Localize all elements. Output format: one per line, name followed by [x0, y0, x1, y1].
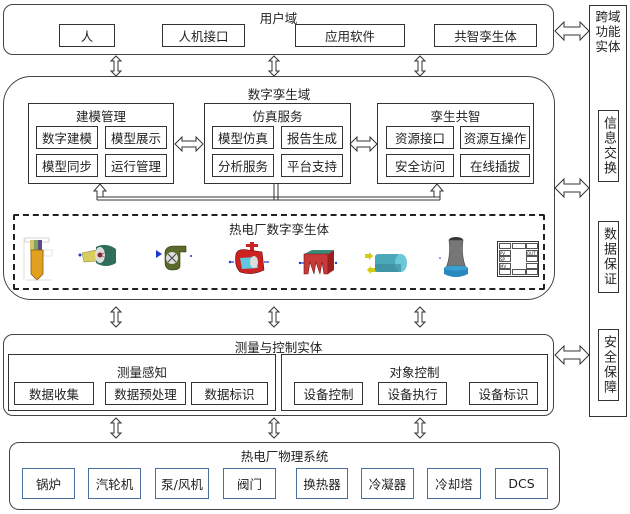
user-item-app-software: 应用软件: [295, 24, 405, 47]
group-title: 孪生共智: [430, 109, 481, 124]
item-operation-management: 运行管理: [105, 154, 167, 177]
connector-bus: [92, 184, 445, 201]
double-arrow-vertical-icon: [267, 417, 281, 439]
item-pump-fan: 泵/风机: [155, 468, 209, 499]
item-data-identification: 数据标识: [191, 382, 268, 405]
user-item-hmi: 人机接口: [162, 24, 245, 47]
group-measurement-sensing: 测量感知 数据收集 数据预处理 数据标识: [8, 354, 276, 411]
valve-icon: [228, 242, 269, 274]
physical-system-title: 热电厂物理系统: [240, 449, 329, 464]
item-platform-support: 平台支持: [281, 154, 343, 177]
dcs-panel-icon: PV OUT SP MV: [497, 241, 539, 277]
item-heat-exchanger: 换热器: [296, 468, 348, 499]
double-arrow-vertical-icon: [109, 55, 123, 77]
cross-domain-title: 跨域功能实体: [595, 9, 621, 54]
item-device-identification: 设备标识: [469, 382, 538, 405]
item-steam-turbine: 汽轮机: [88, 468, 141, 499]
boiler-icon: [23, 237, 53, 281]
item-model-simulation: 模型仿真: [212, 126, 274, 149]
double-arrow-vertical-icon: [413, 417, 427, 439]
double-arrow-vertical-icon: [109, 306, 123, 328]
digital-twin-domain-title: 数字孪生域: [247, 87, 311, 102]
group-title: 测量感知: [116, 365, 167, 380]
double-arrow-vertical-icon: [267, 55, 281, 77]
item-resource-interface: 资源接口: [386, 126, 454, 149]
item-device-control: 设备控制: [294, 382, 363, 405]
item-device-execution: 设备执行: [378, 382, 447, 405]
user-item-twin-agent: 共智孪生体: [434, 24, 537, 47]
item-resource-interoperation: 资源互操作: [460, 126, 530, 149]
item-dcs: DCS: [495, 468, 548, 499]
double-arrow-horizontal-icon: [554, 344, 590, 366]
item-valve: 阀门: [223, 468, 276, 499]
group-title: 对象控制: [389, 365, 440, 380]
user-domain-title: 用户域: [259, 11, 298, 26]
thermal-plant-physical-system: 热电厂物理系统 锅炉 汽轮机 泵/风机 阀门 换热器 冷凝器 冷却塔 DCS: [9, 442, 560, 510]
item-report-generation: 报告生成: [281, 126, 343, 149]
heat-exchanger-icon: [298, 250, 338, 275]
item-model-sync: 模型同步: [36, 154, 98, 177]
double-arrow-vertical-icon: [413, 55, 427, 77]
pump-fan-icon: [156, 245, 192, 271]
dcs-label-pv: PV: [499, 249, 511, 256]
thermal-plant-digital-twin: 热电厂数字孪生体: [13, 214, 545, 290]
group-modeling-management: 建模管理 数字建模 模型展示 模型同步 运行管理: [28, 103, 174, 184]
group-twin-co-intelligence: 孪生共智 资源接口 资源互操作 安全访问 在线插拔: [377, 103, 534, 184]
item-secure-access: 安全访问: [386, 154, 454, 177]
cross-item-security: 安全保障: [598, 329, 619, 401]
cross-item-info-exchange: 信息交换: [598, 110, 619, 182]
item-analysis-service: 分析服务: [212, 154, 274, 177]
twin-body-title: 热电厂数字孪生体: [228, 222, 329, 237]
group-simulation-service: 仿真服务 模型仿真 报告生成 分析服务 平台支持: [204, 103, 351, 184]
item-data-collection: 数据收集: [14, 382, 94, 405]
cross-item-data-assurance: 数据保证: [598, 221, 619, 293]
user-domain: 用户域 人 人机接口 应用软件 共智孪生体: [3, 4, 554, 55]
item-condenser: 冷凝器: [361, 468, 414, 499]
item-digital-modeling: 数字建模: [36, 126, 98, 149]
group-title: 建模管理: [75, 109, 126, 124]
dcs-label-mv: MV: [499, 262, 511, 269]
measure-control-title: 测量与控制实体: [234, 340, 323, 355]
double-arrow-vertical-icon: [413, 306, 427, 328]
double-arrow-horizontal-icon: [554, 20, 590, 42]
double-arrow-horizontal-icon: [174, 135, 204, 153]
dcs-label-out: OUT: [526, 249, 538, 256]
steam-turbine-icon: [78, 244, 116, 266]
item-boiler: 锅炉: [22, 468, 75, 499]
dcs-label-sp: SP: [499, 256, 511, 262]
double-arrow-vertical-icon: [109, 417, 123, 439]
item-online-plug: 在线插拔: [460, 154, 530, 177]
item-model-display: 模型展示: [105, 126, 167, 149]
double-arrow-vertical-icon: [267, 306, 281, 328]
cross-domain-entity: 跨域功能实体 信息交换 数据保证 安全保障: [589, 5, 627, 417]
double-arrow-horizontal-icon: [554, 177, 590, 199]
condenser-icon: [365, 252, 407, 274]
item-cooling-tower: 冷却塔: [427, 468, 481, 499]
cooling-tower-icon: [439, 237, 468, 277]
double-arrow-horizontal-icon: [349, 135, 378, 153]
user-item-human: 人: [59, 24, 115, 47]
group-object-control: 对象控制 设备控制 设备执行 设备标识: [281, 354, 548, 411]
item-data-preprocessing: 数据预处理: [105, 382, 186, 405]
group-title: 仿真服务: [252, 109, 303, 124]
